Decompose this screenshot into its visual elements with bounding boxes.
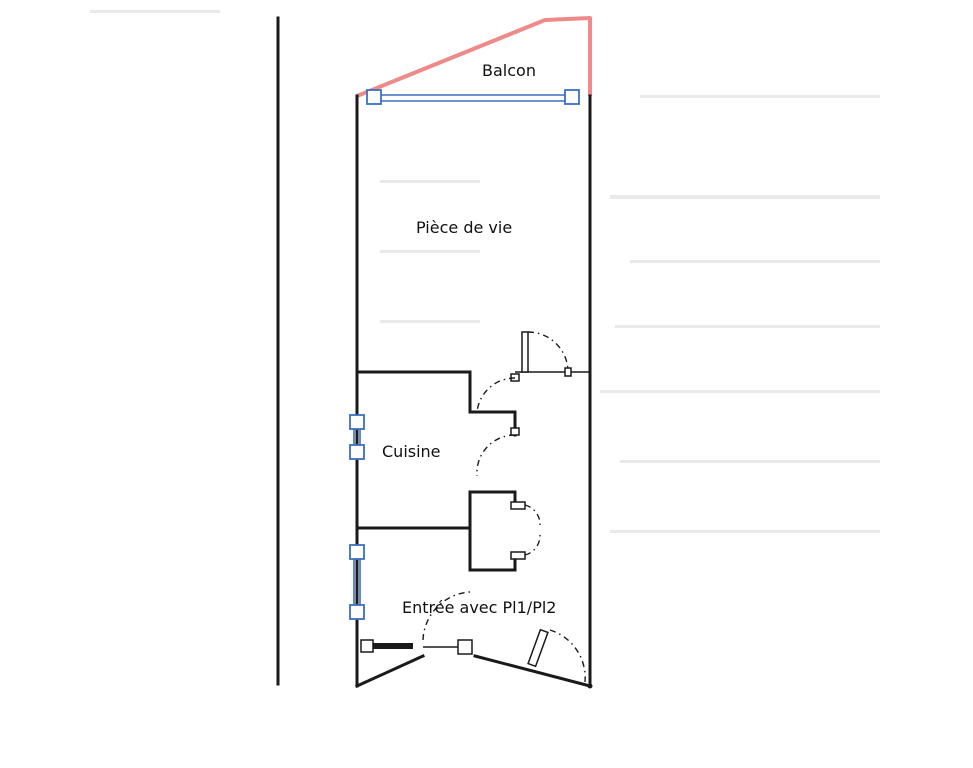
kitchen-door — [476, 373, 520, 477]
room-label-cuisine: Cuisine — [382, 442, 441, 461]
interior-partitions — [355, 370, 590, 572]
living-room-door — [521, 331, 572, 377]
balcony-outline — [356, 16, 592, 98]
entrance-heater — [360, 639, 413, 653]
corner-marker — [587, 683, 593, 689]
kitchen-window — [349, 414, 365, 460]
storage-doors — [510, 501, 541, 560]
entrance-main-door — [527, 628, 586, 683]
room-label-balcon: Balcon — [482, 61, 536, 80]
entrance-inner-door — [422, 591, 473, 655]
scan-background-marks — [90, 10, 880, 533]
room-label-piece-de-vie: Pièce de vie — [416, 218, 513, 237]
entry-bottom-wall-left — [355, 654, 425, 688]
room-label-entree: Entrée avec Pl1/Pl2 — [402, 598, 557, 617]
exterior-walls — [355, 94, 592, 688]
balcony-window — [366, 89, 580, 105]
entry-bottom-wall-right — [473, 654, 592, 688]
entrance-window — [349, 544, 365, 620]
